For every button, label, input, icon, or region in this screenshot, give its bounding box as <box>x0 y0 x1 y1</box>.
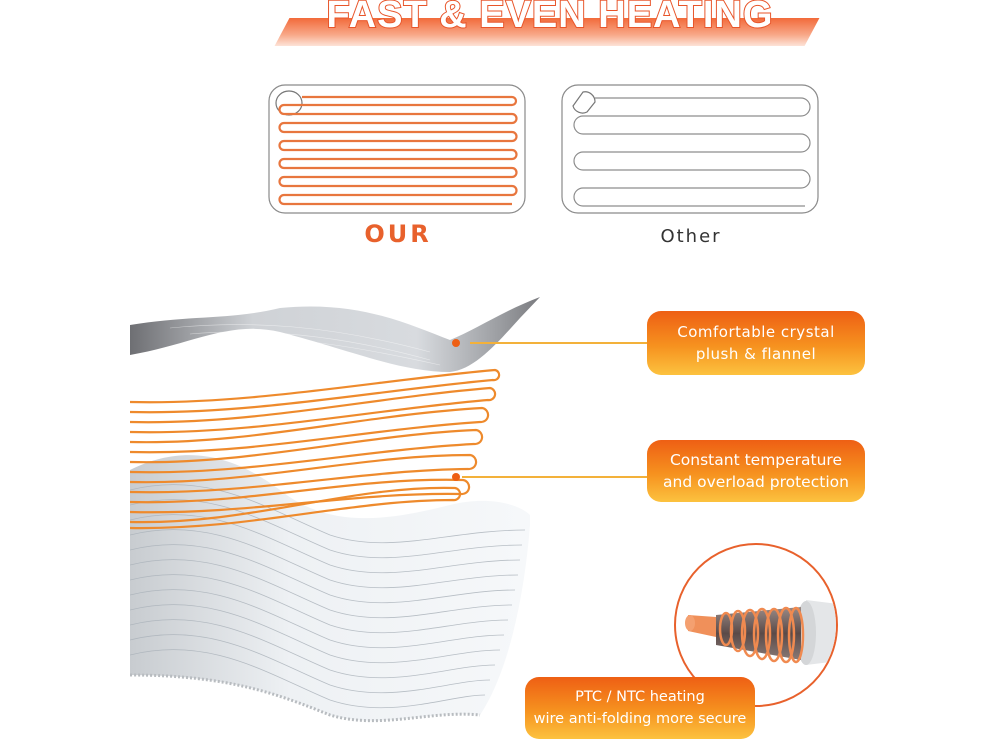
other-wire-diagram <box>561 84 819 214</box>
heating-wire-layer <box>129 368 501 530</box>
comparison-other: Other <box>561 84 821 247</box>
page-title: FAST & EVEN HEATING <box>326 0 774 37</box>
wire-marker-dot <box>452 473 460 481</box>
fabric-marker-dot <box>452 339 460 347</box>
wire-coil-icon <box>685 600 836 665</box>
callout-wire-line-2: wire anti-folding more secure <box>533 711 747 727</box>
callout-fabric: Comfortable crystal plush & flannel <box>647 311 865 375</box>
comparison-our: OUR <box>268 84 528 248</box>
top-fabric-layer <box>130 297 540 372</box>
callout-protection-line-1: Constant temperature <box>669 451 843 469</box>
callout-fabric-line-1: Comfortable crystal <box>677 323 835 341</box>
our-wire-diagram <box>268 84 526 214</box>
callout-wire: PTC / NTC heating wire anti-folding more… <box>525 677 755 739</box>
fabric-leader-line <box>470 342 648 344</box>
other-label: Other <box>660 226 722 247</box>
layer-illustration <box>129 290 550 749</box>
header-banner: FAST & EVEN HEATING <box>270 0 830 50</box>
callout-fabric-line-2: plush & flannel <box>695 345 817 363</box>
our-label: OUR <box>364 220 432 248</box>
protection-leader-line <box>462 476 648 478</box>
callout-protection-line-2: and overload protection <box>663 473 849 491</box>
callout-protection: Constant temperature and overload protec… <box>647 440 865 502</box>
bottom-fabric-layer <box>129 455 530 723</box>
callout-wire-line-1: PTC / NTC heating <box>575 689 705 705</box>
